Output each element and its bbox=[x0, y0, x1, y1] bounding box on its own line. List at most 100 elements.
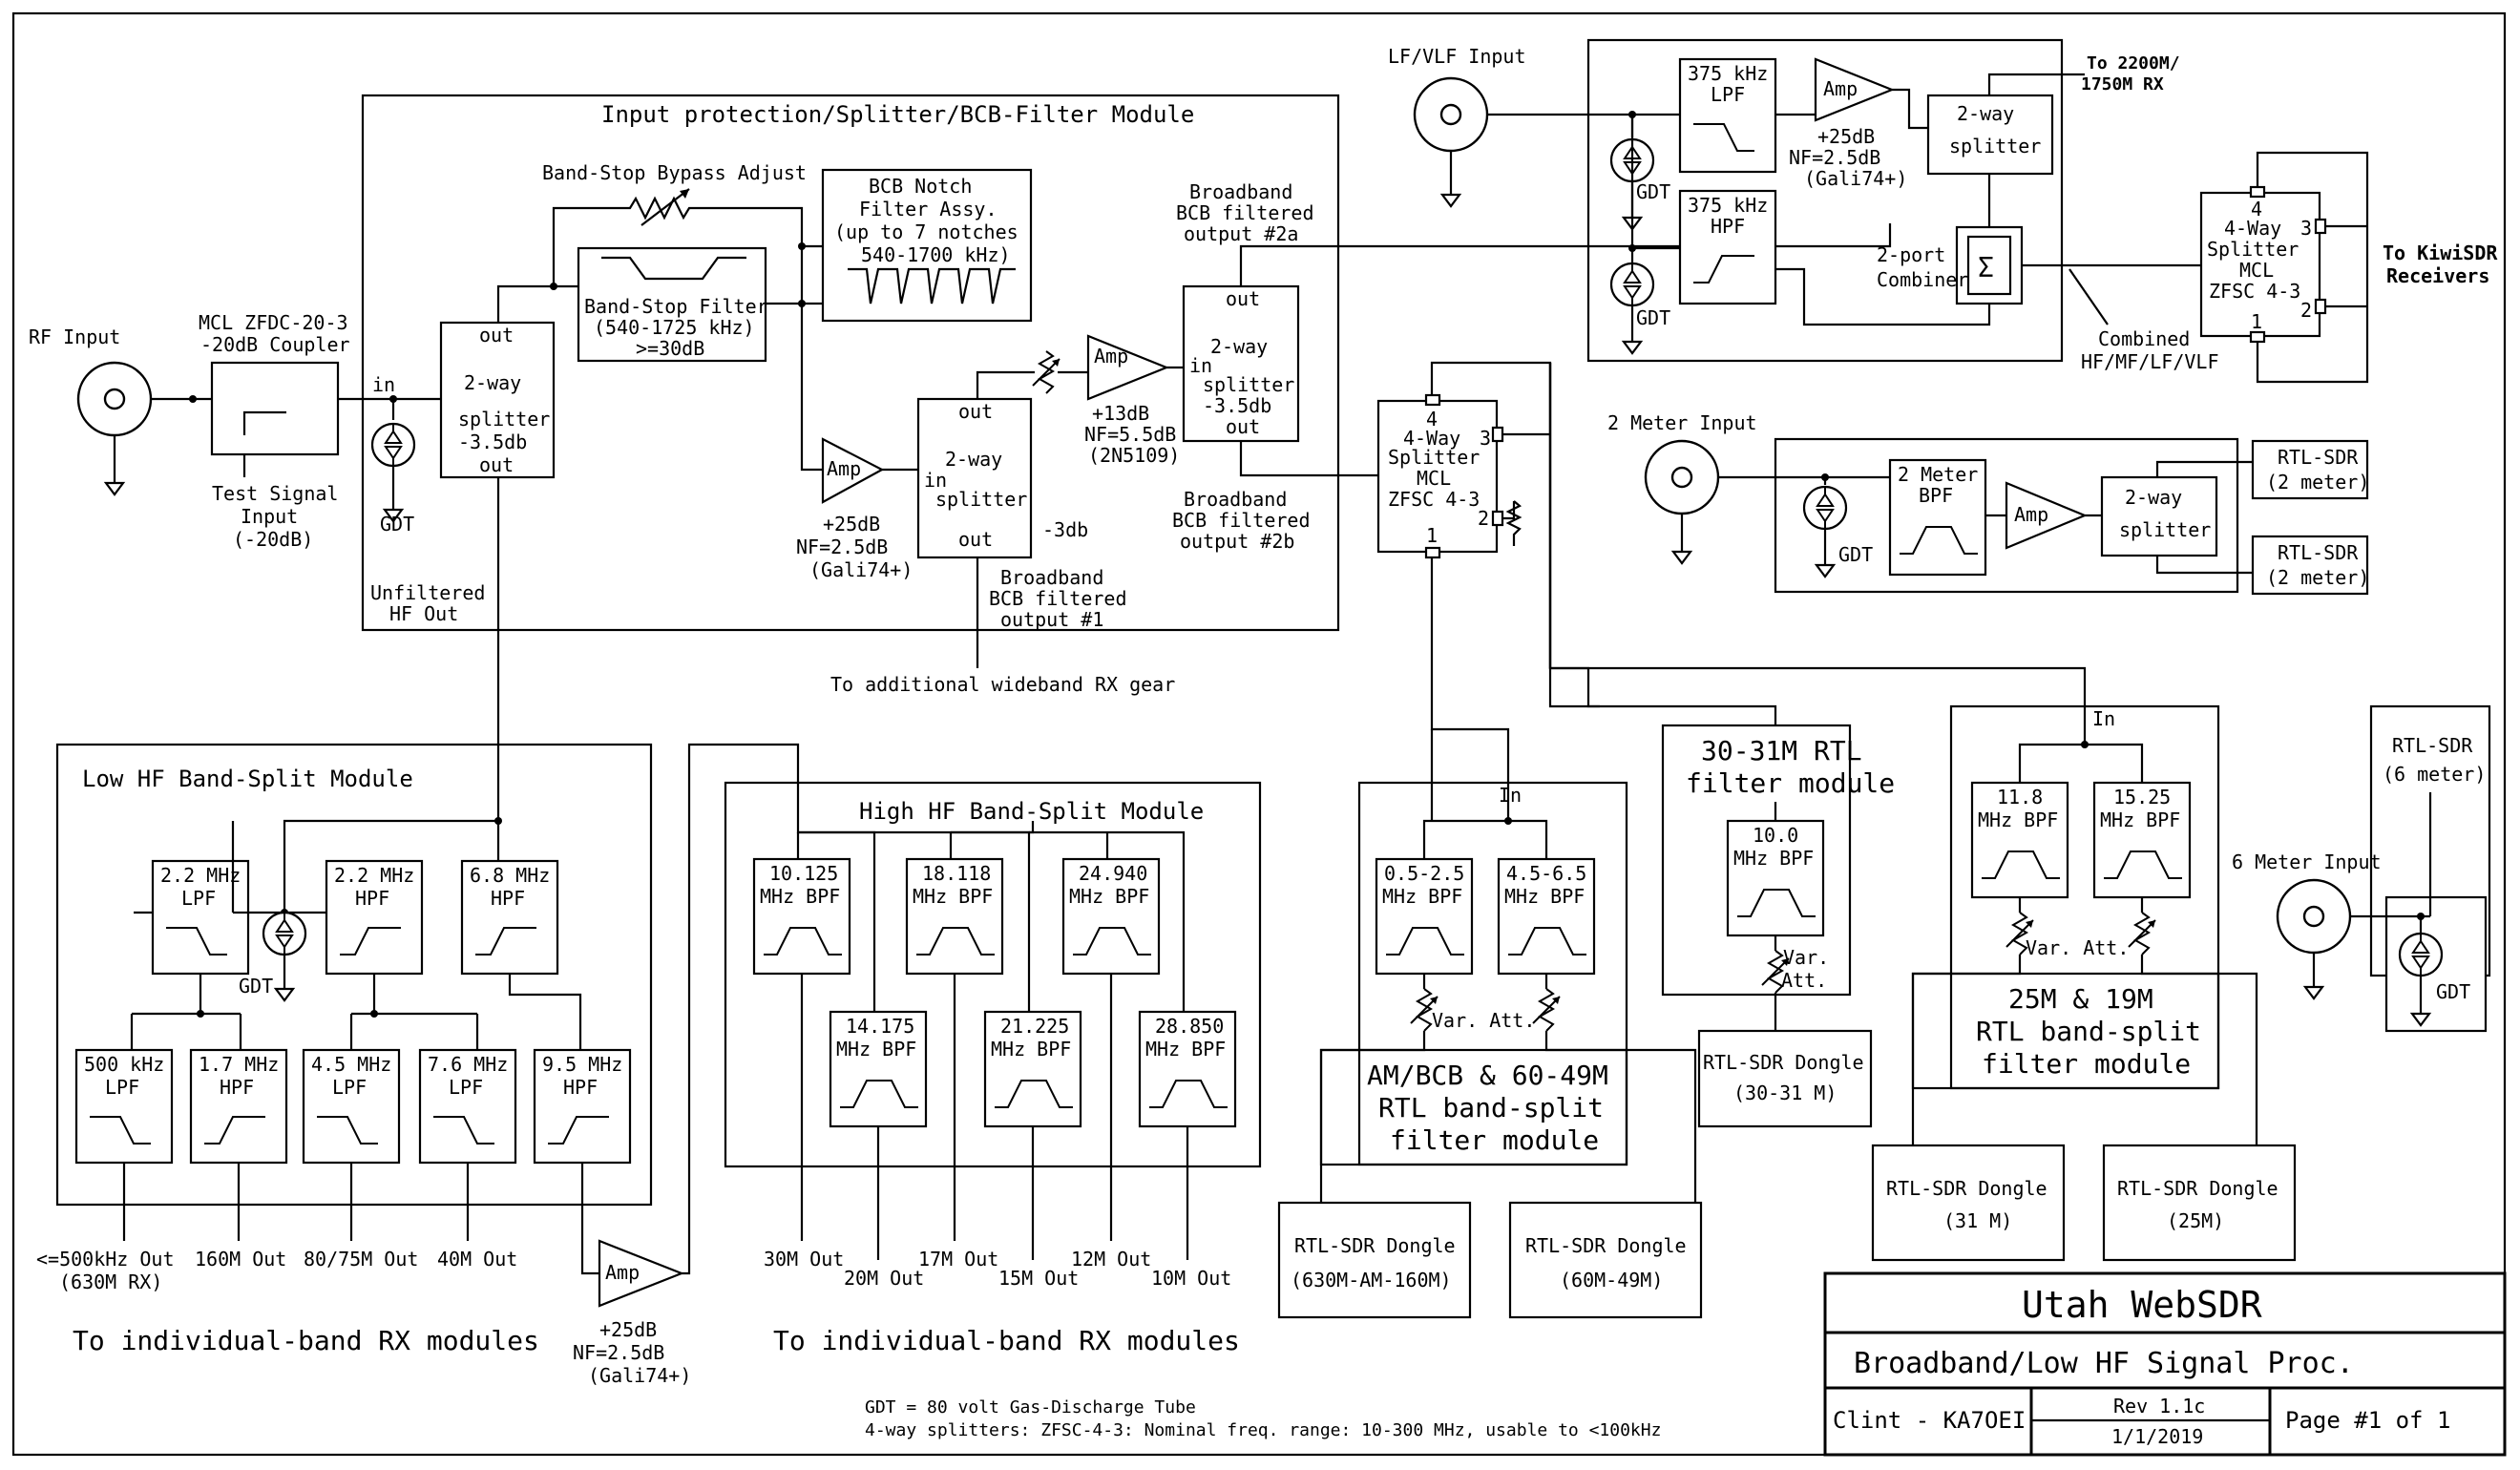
rtl-sdr-2m-2[interactable] bbox=[2251, 535, 2369, 596]
svg-text:output #2b: output #2b bbox=[1180, 530, 1294, 553]
svg-text:18.118: 18.118 bbox=[922, 862, 991, 885]
svg-text:splitter: splitter bbox=[1949, 135, 2041, 158]
svg-text:(540-1725 kHz): (540-1725 kHz) bbox=[594, 316, 755, 339]
rtl-sdr-dongle-630m[interactable] bbox=[1277, 1201, 1472, 1319]
svg-text:HF/MF/LF/VLF: HF/MF/LF/VLF bbox=[2081, 350, 2219, 373]
svg-text:LPF: LPF bbox=[181, 887, 216, 910]
svg-text:in: in bbox=[924, 469, 947, 492]
title-block-page: Page #1 of 1 bbox=[2285, 1407, 2450, 1434]
band-stop-filter bbox=[577, 246, 767, 363]
svg-text:ZFSC 4-3: ZFSC 4-3 bbox=[1388, 488, 1480, 511]
svg-text:filter module: filter module bbox=[1982, 1048, 2191, 1080]
protection-module-title: Input protection/Splitter/BCB-Filter Mod… bbox=[601, 101, 1194, 128]
gdt-icon bbox=[1802, 485, 1848, 531]
rtl-sdr-2m-1[interactable] bbox=[2251, 439, 2369, 500]
svg-text:2: 2 bbox=[1478, 507, 1489, 530]
low-hf-amp bbox=[598, 1239, 684, 1308]
four-way-splitter bbox=[1376, 399, 1499, 554]
svg-text:4: 4 bbox=[2251, 198, 2262, 220]
lf-vlf-module bbox=[1586, 38, 2064, 363]
svg-text:2-way: 2-way bbox=[1957, 102, 2014, 125]
svg-text:Broadband: Broadband bbox=[1184, 488, 1287, 511]
rf-input-label: RF Input bbox=[29, 326, 120, 348]
gdt-icon bbox=[262, 911, 307, 956]
svg-text:Var. Att.: Var. Att. bbox=[1432, 1009, 1535, 1032]
svg-text:Splitter: Splitter bbox=[1388, 446, 1480, 469]
svg-text:-3db: -3db bbox=[1042, 518, 1088, 541]
svg-text:1: 1 bbox=[2251, 310, 2262, 333]
svg-text:-3.5db: -3.5db bbox=[1203, 394, 1271, 417]
svg-text:1.7 MHz: 1.7 MHz bbox=[199, 1053, 279, 1076]
two-meter-input-label: 2 Meter Input bbox=[1607, 411, 1757, 434]
two-meter-splitter bbox=[2100, 475, 2218, 557]
svg-text:splitter: splitter bbox=[1203, 373, 1294, 396]
svg-text:out: out bbox=[958, 400, 993, 423]
note-splitters: 4-way splitters: ZFSC-4-3: Nominal freq.… bbox=[865, 1420, 1661, 1440]
svg-text:Unfiltered: Unfiltered bbox=[370, 581, 485, 604]
svg-text:Amp: Amp bbox=[2014, 503, 2048, 526]
svg-text:MCL: MCL bbox=[2239, 259, 2274, 282]
svg-text:25M & 19M: 25M & 19M bbox=[2008, 983, 2153, 1015]
bcb-notch-filter bbox=[821, 168, 1033, 323]
svg-text:BCB filtered: BCB filtered bbox=[1176, 201, 1314, 224]
svg-text:3: 3 bbox=[2300, 217, 2312, 240]
svg-text:GDT: GDT bbox=[1636, 180, 1670, 203]
svg-text:30-31M RTL: 30-31M RTL bbox=[1701, 735, 1862, 766]
two-meter-amp bbox=[2005, 481, 2088, 550]
svg-text:AM/BCB & 60-49M: AM/BCB & 60-49M bbox=[1367, 1060, 1608, 1091]
rtl-sdr-dongle-31m[interactable] bbox=[1871, 1144, 2066, 1262]
lpf-7-6 bbox=[418, 1048, 517, 1165]
svg-text:output #1: output #1 bbox=[1000, 608, 1103, 631]
svg-text:+25dB: +25dB bbox=[599, 1318, 657, 1341]
page-border bbox=[11, 11, 2507, 1457]
svg-text:HPF: HPF bbox=[355, 887, 389, 910]
svg-text:4: 4 bbox=[1426, 408, 1438, 430]
svg-text:MHz BPF: MHz BPF bbox=[1145, 1038, 1226, 1060]
rtl-sdr-dongle-60m[interactable] bbox=[1508, 1201, 1703, 1319]
gdt-icon bbox=[2398, 932, 2444, 977]
out-40m: 40M Out bbox=[437, 1248, 517, 1270]
svg-text:RTL-SDR: RTL-SDR bbox=[2278, 446, 2359, 469]
svg-text:2: 2 bbox=[2300, 299, 2312, 322]
svg-text:Var. Att.: Var. Att. bbox=[2026, 936, 2129, 959]
svg-text:15.25: 15.25 bbox=[2113, 786, 2171, 808]
svg-text:(630M-AM-160M): (630M-AM-160M) bbox=[1291, 1269, 1452, 1292]
title-block-date: 1/1/2019 bbox=[2111, 1425, 2203, 1448]
svg-text:Amp: Amp bbox=[1823, 77, 1858, 100]
svg-text:LPF: LPF bbox=[332, 1076, 367, 1099]
svg-text:splitter: splitter bbox=[935, 488, 1027, 511]
svg-text:HF Out: HF Out bbox=[389, 602, 458, 625]
title-block-author: Clint - KA7OEI bbox=[1833, 1407, 2026, 1434]
rtl-sdr-dongle-25m[interactable] bbox=[2102, 1144, 2297, 1262]
svg-text:output #2a: output #2a bbox=[1184, 222, 1298, 245]
svg-text:MHz BPF: MHz BPF bbox=[836, 1038, 916, 1060]
rtl-sdr-dongle-30m[interactable] bbox=[1697, 1029, 1873, 1128]
high-hf-top-filters: 10.125 MHz BPF 18.118 MHz BPF 24.940 MHz… bbox=[752, 857, 1161, 976]
svg-text:out: out bbox=[479, 453, 514, 476]
svg-text:Broadband: Broadband bbox=[1000, 566, 1103, 589]
low-hf-title: Low HF Band-Split Module bbox=[82, 766, 413, 792]
svg-text:BPF: BPF bbox=[1919, 484, 1953, 507]
svg-text:MHz BPF: MHz BPF bbox=[760, 885, 840, 908]
svg-text:MHz BPF: MHz BPF bbox=[1733, 847, 1814, 870]
svg-text:MCL: MCL bbox=[1417, 467, 1451, 490]
title-block-rev: Rev 1.1c bbox=[2113, 1395, 2205, 1418]
svg-text:out: out bbox=[479, 324, 514, 346]
svg-text:Combined: Combined bbox=[2098, 327, 2190, 350]
svg-text:out: out bbox=[958, 528, 993, 551]
svg-text:RTL band-split: RTL band-split bbox=[1976, 1016, 2201, 1047]
svg-text:LPF: LPF bbox=[105, 1076, 139, 1099]
svg-text:2 Meter: 2 Meter bbox=[1898, 463, 1978, 486]
svg-text:HPF: HPF bbox=[491, 887, 525, 910]
svg-text:2-way: 2-way bbox=[2125, 486, 2182, 509]
svg-text:(630M RX): (630M RX) bbox=[59, 1270, 162, 1293]
svg-text:filter module: filter module bbox=[1686, 767, 1895, 799]
svg-text:+25dB: +25dB bbox=[1817, 125, 1875, 148]
svg-text:28.850: 28.850 bbox=[1155, 1015, 1224, 1038]
test-signal-label: Test Signal bbox=[212, 482, 338, 505]
svg-text:GDT: GDT bbox=[380, 513, 414, 536]
out-15m: 15M Out bbox=[998, 1267, 1079, 1290]
svg-text:(30-31 M): (30-31 M) bbox=[1733, 1082, 1837, 1104]
svg-text:HPF: HPF bbox=[1711, 215, 1745, 238]
svg-text:10.0: 10.0 bbox=[1753, 824, 1798, 847]
